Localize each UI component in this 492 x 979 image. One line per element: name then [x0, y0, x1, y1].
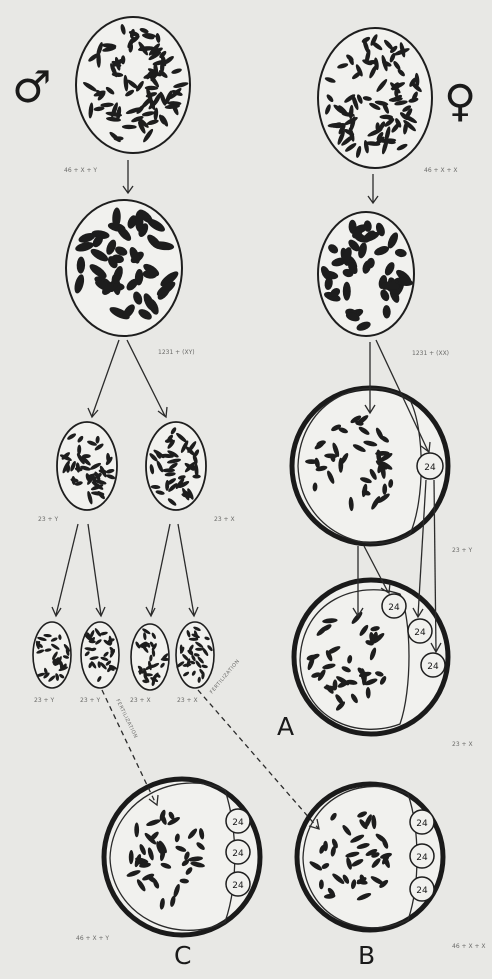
caption-male-half-right: 23 + X [214, 516, 235, 524]
polar-body-label: 24 [416, 853, 428, 863]
polar-body-label: 24 [232, 818, 244, 828]
polar-body-label: 24 [427, 662, 439, 672]
caption-female-egg: 23 + X [452, 741, 473, 749]
caption-male-top: 46 + X + Y [64, 167, 97, 175]
arrow [178, 524, 194, 615]
panel-label-c: C [174, 943, 191, 969]
arrow [151, 524, 170, 615]
caption-zygote-c: 46 + X + Y [76, 935, 109, 943]
polar-body-label: 24 [416, 819, 428, 829]
male-symbol: ♂ [12, 66, 51, 110]
arrowhead [146, 607, 155, 616]
polar-body-label: 24 [232, 881, 244, 891]
arrow [88, 524, 101, 615]
polar-body-label: 24 [414, 628, 426, 638]
polar-body-label: 24 [388, 603, 400, 613]
caption-female-top: 46 + X + X [424, 167, 458, 175]
panel-label-a: A [277, 714, 294, 740]
polar-body-label: 24 [232, 849, 244, 859]
polar-body-label: 24 [416, 886, 428, 896]
chromosome [195, 648, 203, 651]
arrow [92, 340, 119, 416]
caption-female-polar: 23 + Y [452, 547, 472, 555]
chromosome [60, 662, 63, 671]
chromosome [338, 458, 343, 473]
caption-sperm-2: 23 + Y [80, 697, 100, 705]
polar-body-label: 24 [424, 463, 436, 473]
female-symbol: ♀ [444, 80, 476, 124]
chromosome [134, 823, 139, 838]
caption-sperm-4: 23 + X [177, 697, 198, 705]
panel-label-b: B [358, 943, 375, 969]
caption-sperm-1: 23 + Y [34, 697, 54, 705]
arrow [56, 524, 78, 615]
chromosome [380, 115, 393, 119]
chromosome [343, 282, 351, 301]
caption-female-mid: 1231 + (XX) [412, 350, 449, 358]
caption-zygote-b: 46 + X + X [452, 943, 486, 951]
caption-male-half-left: 23 + Y [38, 516, 58, 524]
caption-sperm-3: 23 + X [130, 697, 151, 705]
caption-male-mid: 1231 + (XY) [158, 349, 195, 357]
